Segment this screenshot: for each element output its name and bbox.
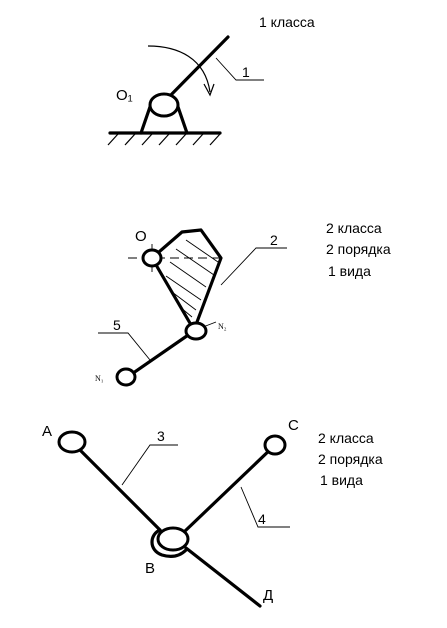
- rotation-arrow: [147, 45, 211, 93]
- point-label-d: Д: [263, 587, 273, 604]
- pivot-label-o1: O₁: [116, 87, 133, 104]
- joint-label-n1: N₁: [95, 374, 104, 383]
- link-bd: [184, 546, 262, 608]
- link-number-2: 2: [270, 232, 278, 248]
- joint-n1: [115, 367, 137, 387]
- link-number-3: 3: [157, 428, 165, 444]
- pivot-joint-o1: [148, 92, 180, 118]
- figure-3-order-label: 2 порядка: [318, 451, 383, 467]
- leader-line-4: [240, 486, 290, 528]
- link-5: [124, 329, 196, 380]
- point-label-c: C: [288, 417, 299, 434]
- leader-line-n2: [202, 321, 217, 328]
- figure-2-class-label: 2 класса: [326, 220, 382, 236]
- joint-a: [57, 430, 87, 454]
- point-label-a: A: [42, 423, 52, 440]
- figure-2-kind-label: 1 вида: [328, 263, 371, 279]
- pivot-label-o: O: [135, 228, 147, 245]
- joint-b-hook: [150, 528, 188, 558]
- joint-c: [263, 434, 287, 456]
- joint-b: [156, 526, 190, 552]
- link-3: [70, 440, 162, 532]
- figure-3-kind-label: 1 вида: [320, 472, 363, 488]
- leader-line-2: [220, 247, 287, 286]
- figure-2-second-class-group: O 2 5 N₂ N₁ 2 класса 2 порядка 1 вида: [95, 220, 391, 387]
- ground-hatching: [107, 133, 221, 146]
- joint-o: [141, 248, 163, 268]
- point-label-b: B: [145, 560, 155, 577]
- figure-1-first-class-mechanism: 1 класса O₁ 1: [107, 14, 315, 146]
- leader-line-3: [121, 444, 178, 486]
- rotation-arrow-head: [203, 83, 215, 97]
- link-number-5: 5: [113, 317, 121, 333]
- figure-3-second-class-group: A B C Д 3 4 2 класса 2 порядка 1 вида: [42, 417, 383, 608]
- figure-2-order-label: 2 порядка: [326, 241, 391, 257]
- figure-3-class-label: 2 класса: [318, 430, 374, 446]
- link-2-body: [150, 228, 223, 332]
- joint-label-n2: N₂: [218, 322, 227, 331]
- figure-1-class-label: 1 класса: [259, 14, 315, 30]
- link-number-4: 4: [258, 511, 266, 527]
- link-4: [182, 444, 276, 534]
- link-number-1: 1: [242, 64, 250, 80]
- link-2-hatching: [165, 239, 219, 318]
- joint-n2: [184, 321, 208, 341]
- leader-line-1: [215, 57, 264, 81]
- crank-link-1: [162, 35, 230, 104]
- leader-line-5: [98, 332, 151, 361]
